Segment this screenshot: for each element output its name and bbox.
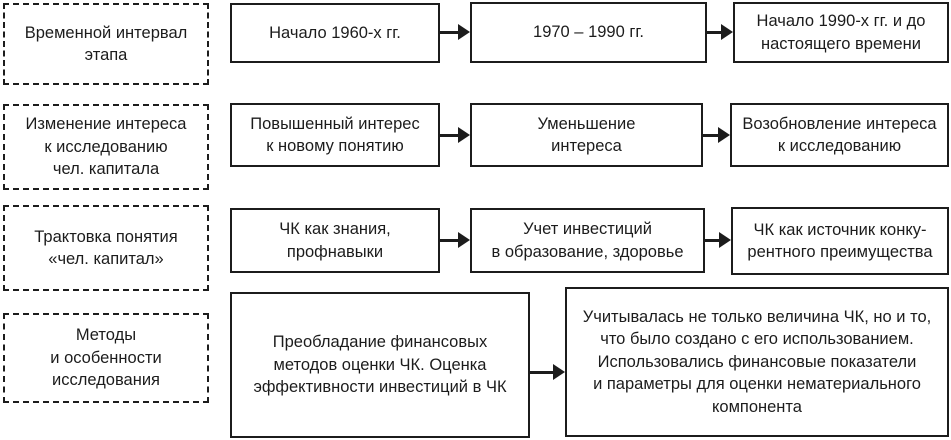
arrow-head — [721, 24, 733, 40]
arrow-right-icon — [705, 232, 731, 248]
arrow-head — [458, 127, 470, 143]
box-increased-interest: Повышенный интерес к новому понятию — [230, 103, 440, 167]
arrow-head — [719, 232, 731, 248]
arrow-right-icon — [440, 24, 470, 40]
row-label-time-interval: Временной интервал этапа — [3, 3, 209, 85]
box-intangible-component: Учитывалась не только величина ЧК, но и … — [565, 287, 949, 437]
arrow-right-icon — [440, 232, 470, 248]
box-hc-competitive-advantage: ЧК как источник конку- рентного преимуще… — [731, 207, 949, 275]
arrow-head — [718, 127, 730, 143]
arrow-shaft — [707, 30, 724, 34]
box-decreased-interest: Уменьшение интереса — [470, 103, 703, 167]
arrow-head — [458, 232, 470, 248]
box-hc-knowledge-skills: ЧК как знания, профнавыки — [230, 208, 440, 273]
arrow-right-icon — [440, 127, 470, 143]
row-label-interest-change: Изменение интереса к исследованию чел. к… — [3, 104, 209, 190]
arrow-shaft — [440, 238, 461, 242]
box-1970-1990: 1970 – 1990 гг. — [470, 2, 707, 63]
arrow-shaft — [440, 30, 461, 34]
arrow-head — [553, 364, 565, 380]
row-label-concept-interpretation: Трактовка понятия «чел. капитал» — [3, 205, 209, 291]
arrow-shaft — [440, 133, 461, 137]
box-investment-accounting: Учет инвестиций в образование, здоровье — [470, 208, 705, 273]
arrow-right-icon — [530, 364, 565, 380]
box-early-1960s: Начало 1960-х гг. — [230, 3, 440, 63]
box-renewed-interest: Возобновление интереса к исследованию — [730, 103, 949, 167]
arrow-head — [458, 24, 470, 40]
arrow-shaft — [705, 238, 722, 242]
row-label-methods: Методы и особенности исследования — [3, 313, 209, 403]
arrow-right-icon — [703, 127, 730, 143]
box-financial-methods: Преобладание финансовых методов оценки Ч… — [230, 292, 530, 438]
arrow-shaft — [703, 133, 721, 137]
arrow-shaft — [530, 370, 556, 374]
box-early-1990s-present: Начало 1990-х гг. и до настоящего времен… — [733, 2, 949, 63]
arrow-right-icon — [707, 24, 733, 40]
